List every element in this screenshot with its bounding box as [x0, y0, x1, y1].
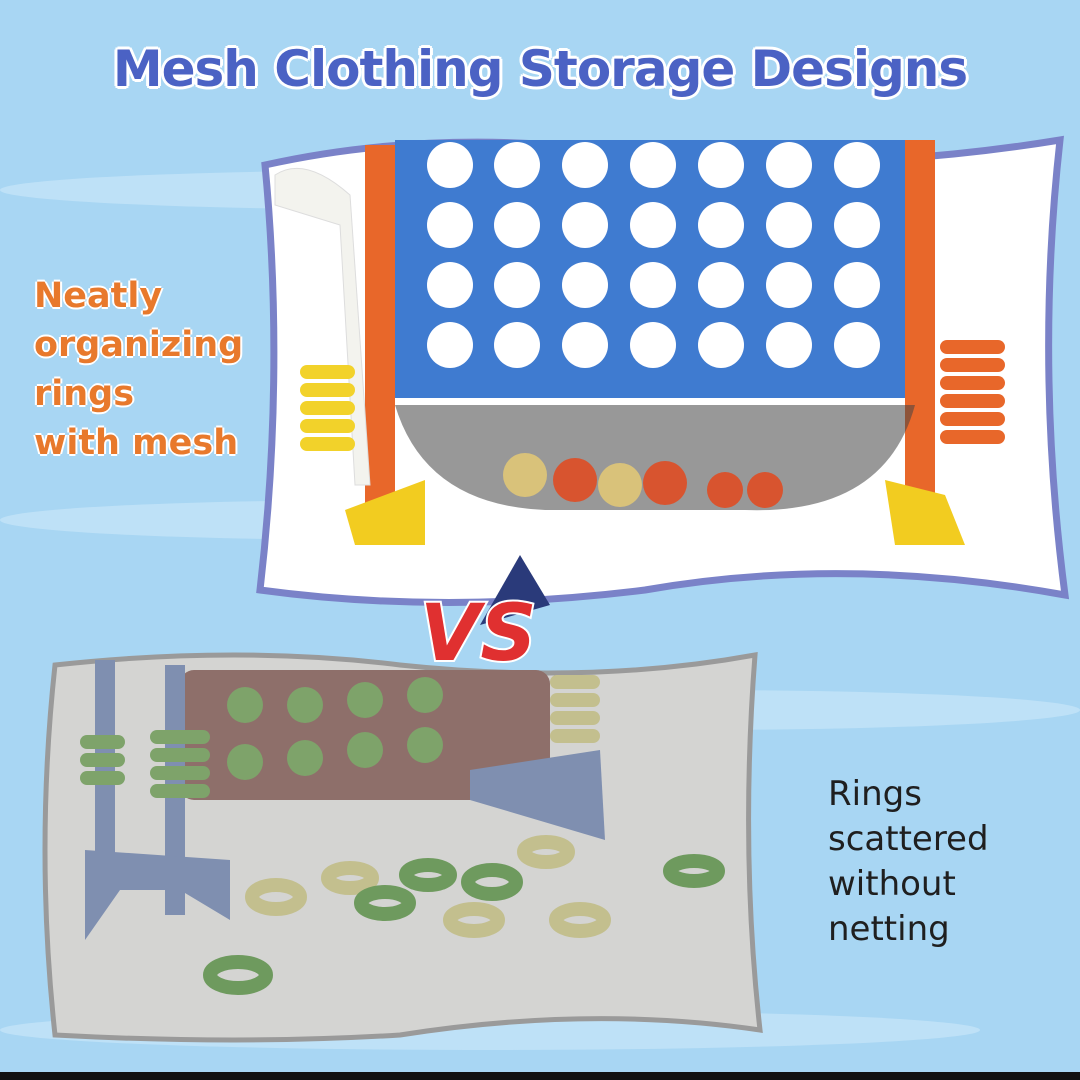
scattered-rings-photo — [42, 651, 763, 1043]
caption-line: scattered — [828, 819, 989, 859]
caption-line: netting — [828, 909, 950, 949]
mesh-caption: Neatly organizing rings with mesh — [34, 272, 243, 468]
caption-line: with mesh — [34, 423, 239, 463]
mesh-storage-photo — [256, 135, 1070, 606]
scattered-caption: Rings scattered without netting — [828, 772, 989, 952]
caption-line: Rings — [828, 774, 922, 814]
caption-line: Neatly — [34, 276, 163, 316]
vs-text: VS — [420, 589, 537, 679]
caption-line: rings — [34, 374, 135, 414]
page-title: Mesh Clothing Storage Designs — [112, 40, 968, 98]
bottom-edge — [0, 1072, 1080, 1080]
vs-badge: VS — [418, 555, 550, 681]
caption-line: organizing — [34, 325, 244, 365]
caption-line: without — [828, 864, 956, 904]
